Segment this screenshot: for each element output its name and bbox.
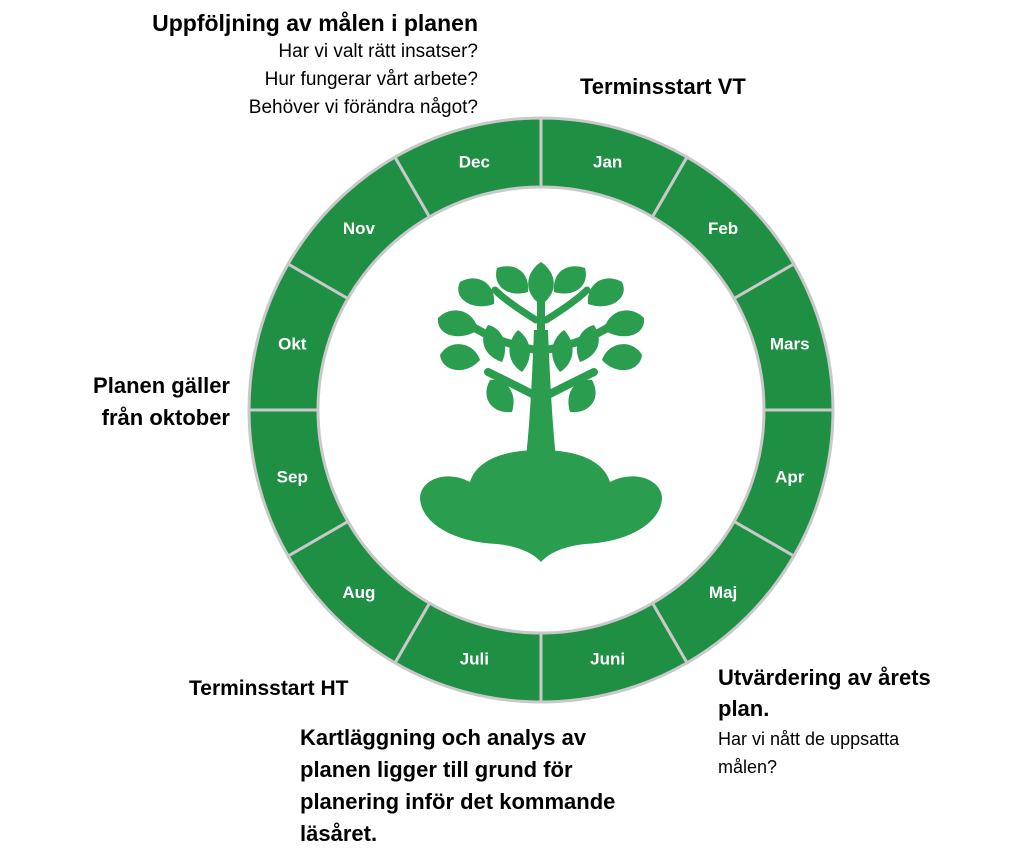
month-label-jan: Jan: [593, 152, 622, 171]
evaluation-title-line: Utvärdering av årets: [718, 665, 931, 690]
term-start-vt-label: Terminsstart VT: [580, 74, 746, 99]
tree-icon: [420, 262, 662, 562]
evaluation-line: Har vi nått de uppsatta: [718, 729, 900, 749]
month-label-okt: Okt: [278, 334, 307, 353]
month-label-mars: Mars: [770, 334, 810, 353]
mapping-line: planering inför det kommande: [300, 789, 616, 814]
evaluation-annotation: Utvärdering av årets plan. Har vi nått d…: [718, 662, 978, 780]
mapping-annotation: Kartläggning och analys av planen ligger…: [300, 722, 700, 850]
month-segment-dec: [392, 116, 543, 219]
month-label-apr: Apr: [775, 468, 805, 487]
month-label-maj: Maj: [709, 583, 737, 602]
month-label-juni: Juni: [590, 650, 625, 669]
followup-line: Hur fungerar vårt arbete?: [264, 69, 478, 90]
evaluation-title-line: plan.: [718, 696, 770, 721]
plan-valid-line: Planen gäller: [93, 373, 230, 398]
followup-line: Behöver vi förändra något?: [248, 97, 478, 118]
month-label-sep: Sep: [277, 468, 308, 487]
followup-line: Har vi valt rätt insatser?: [278, 41, 478, 62]
month-label-feb: Feb: [708, 219, 738, 238]
month-label-juli: Juli: [460, 650, 489, 669]
followup-annotation: Uppföljning av målen i planen Har vi val…: [58, 8, 478, 122]
month-label-dec: Dec: [459, 152, 490, 171]
mapping-line: Kartläggning och analys av: [300, 725, 587, 750]
evaluation-line: målen?: [718, 757, 778, 777]
term-start-ht-label: Terminsstart HT: [189, 677, 349, 700]
mapping-line: läsåret.: [300, 821, 378, 846]
plan-valid-line: från oktober: [101, 405, 230, 430]
followup-title: Uppföljning av målen i planen: [152, 10, 478, 36]
mapping-line: planen ligger till grund för: [300, 757, 573, 782]
plan-valid-annotation: Planen gäller från oktober: [10, 370, 230, 434]
month-label-nov: Nov: [343, 219, 376, 238]
month-label-aug: Aug: [342, 583, 375, 602]
